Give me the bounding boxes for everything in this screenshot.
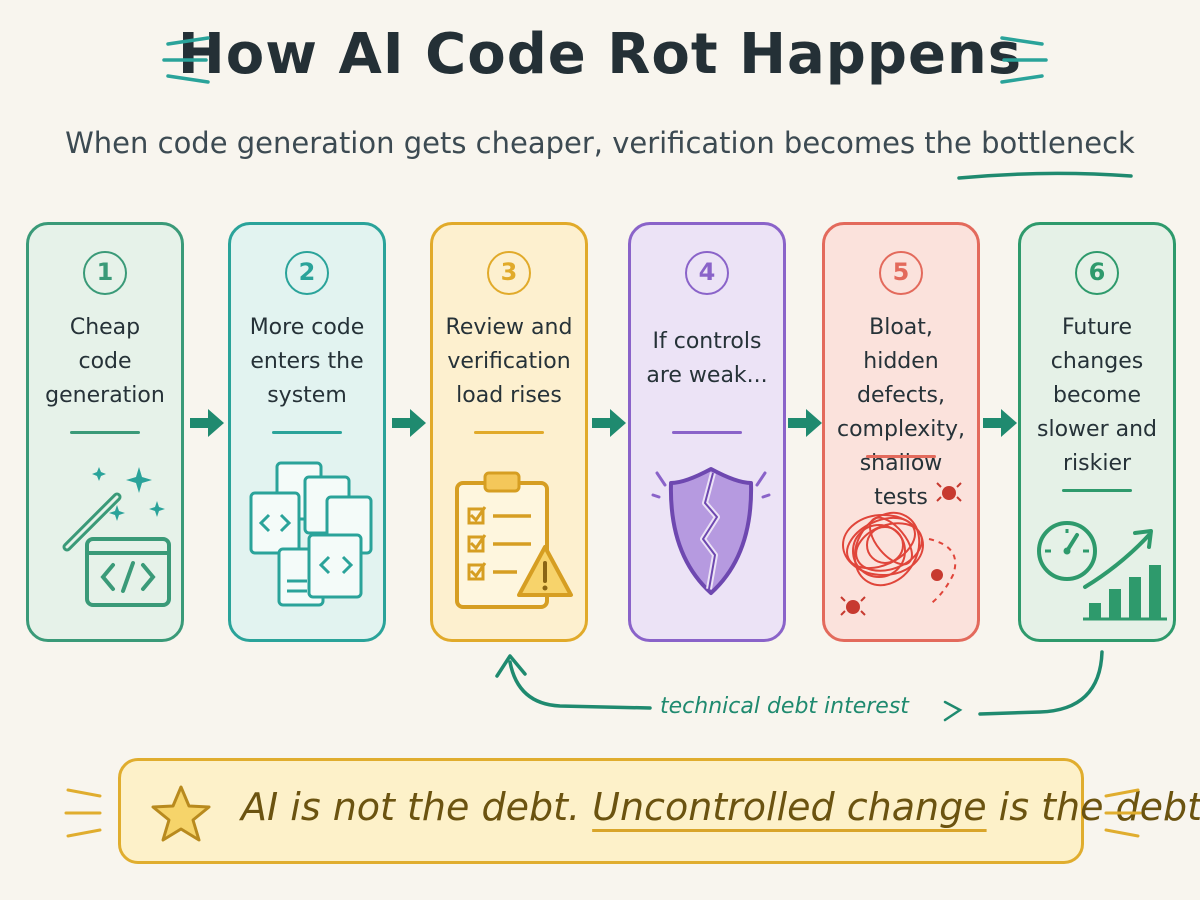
step-label-line: code [78,349,132,374]
step-card-4: 4 If controls are weak... [628,222,786,642]
key-takeaway-callout: AI is not the debt. Uncontrolled change … [118,758,1200,864]
step-label-line: system [267,383,347,408]
step-number: 5 [879,251,923,295]
step-label-line: complexity, [837,417,965,442]
flow-arrow-icon [392,409,426,437]
step-label-line: changes [1050,349,1144,374]
clock-rising-chart-icon [1029,515,1169,629]
magic-wand-code-window-icon [57,457,177,621]
flow-arrow-icon [190,409,224,437]
step-divider [474,431,544,434]
step-divider [272,431,342,434]
step-label: Cheap code generation [39,311,171,413]
stacked-code-files-icon [245,457,375,621]
title-sparkle-left-icon [162,36,210,84]
callout-part-1: AI is not the debt. [241,785,593,829]
page-title: How AI Code Rot Happens [177,22,1023,87]
flow-arrow-icon [592,409,626,437]
step-label-line: slower and [1037,417,1157,442]
step-label-line: More code [249,315,365,340]
tangled-bugs-icon [833,475,973,629]
flow-arrow-icon [983,409,1017,437]
step-label: More code enters the system [241,311,373,413]
step-label-line: become [1052,383,1142,408]
step-divider [70,431,140,434]
callout-part-3: is the debt. [986,785,1200,829]
callout-text: AI is not the debt. Uncontrolled change … [241,785,1200,829]
technical-debt-interest-label: technical debt interest [660,694,909,719]
step-number: 3 [487,251,531,295]
step-label-line: riskier [1062,451,1132,476]
callout-emphasis: Uncontrolled change [592,785,987,829]
callout-sparkle-right-icon [1104,788,1142,838]
step-number: 1 [83,251,127,295]
step-divider [1062,489,1132,492]
callout-sparkle-left-icon [64,788,102,838]
step-number: 4 [685,251,729,295]
step-divider [866,455,936,458]
flow-arrow-icon [788,409,822,437]
cracked-shield-icon [651,455,771,609]
title-sparkle-right-icon [1000,36,1048,84]
subtitle-underline [957,171,1133,180]
step-label: Review and verification load rises [443,311,575,413]
step-label-line: Review and [445,315,573,340]
step-divider [672,431,742,434]
page-subtitle: When code generation gets cheaper, verif… [65,126,1135,160]
step-label-line: Future [1061,315,1133,340]
step-label-line: are weak... [646,363,768,388]
step-label-line: If controls [652,329,762,354]
step-label-line: verification [447,349,571,374]
step-label: Future changes become slower and riskier [1031,311,1163,481]
star-icon [151,785,211,842]
step-label-line: defects, [857,383,945,408]
checklist-warning-icon [447,467,577,621]
step-label-line: enters the [250,349,364,374]
step-label: If controls are weak... [641,325,773,393]
step-label-line: generation [45,383,165,408]
step-label-line: Bloat, hidden [863,315,939,374]
step-label-line: load rises [456,383,562,408]
step-number: 6 [1075,251,1119,295]
step-label-line: Cheap [69,315,141,340]
step-number: 2 [285,251,329,295]
